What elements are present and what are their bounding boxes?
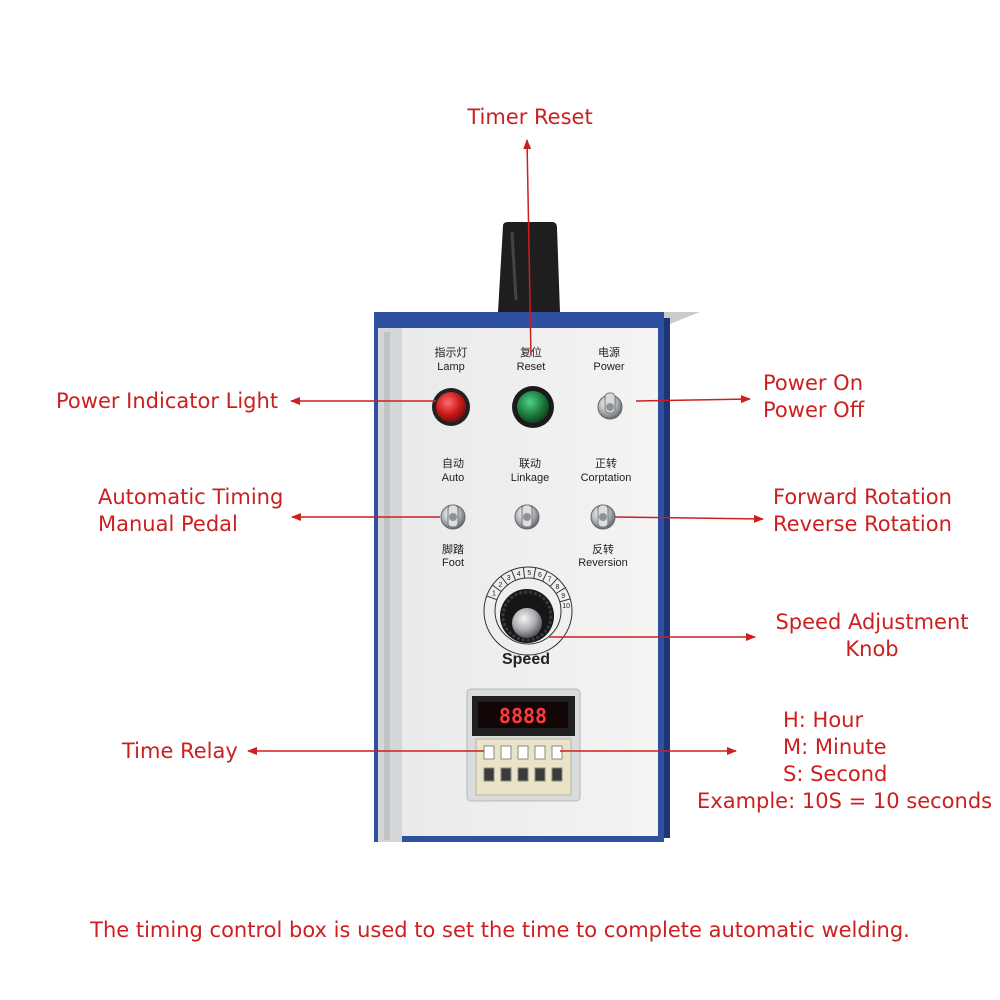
dial-tick [555,587,566,594]
relay-display: 8888 [499,704,547,728]
annotation-arrows [247,139,764,755]
dial-number: 4 [517,571,521,578]
speed-knob-callout: Speed Adjustment Knob [775,610,969,661]
auto-manual-callout: Automatic Timing Manual Pedal [98,485,284,536]
dial-tick [511,570,517,581]
dial-number: 8 [556,584,560,591]
time-relay-callout: Time Relay [122,739,238,763]
dial-tick [542,571,548,582]
dial-number: 9 [561,593,565,600]
relay-legend: H: Hour M: Minute S: Second Example: 10S… [697,708,993,813]
dial-tick [549,577,558,587]
dial-number: 3 [507,575,511,582]
power-indicator-lamp [432,388,470,426]
relay-key[interactable] [551,745,563,760]
dial-tick [533,567,537,579]
speed-knob[interactable] [500,589,554,643]
dial-tick [500,576,509,586]
auto-foot-toggle-switch[interactable] [440,504,466,530]
dial-number: 1 [492,590,496,597]
speed-label: Speed [502,651,550,668]
power-en-label: Power [593,361,625,373]
relay-key[interactable] [534,745,546,760]
relay-key[interactable] [534,767,546,782]
rotation-toggle-switch[interactable] [590,504,616,530]
auto-cn-label: 自动 [442,457,464,470]
dial-number: 6 [538,572,542,579]
relay-key[interactable] [517,745,529,760]
dial-tick [486,595,498,601]
power-switch-callout: Power On Power Off [763,371,865,422]
power-cn-label: 电源 [598,345,620,359]
linkage-cn-label: 联动 [519,457,541,470]
relay-key[interactable] [517,767,529,782]
dial-number: 2 [498,582,502,589]
linkage-en-label: Linkage [511,472,550,484]
dial-number: 7 [548,577,552,584]
relay-key[interactable] [483,745,495,760]
dial-tick [522,567,526,579]
foot-cn-label: 脚踏 [442,542,464,556]
power-toggle-switch[interactable] [597,392,623,420]
lamp-cn-label: 指示灯 [435,345,468,359]
reset-button[interactable] [512,386,554,428]
corptation-en-label: Corptation [581,472,632,484]
linkage-toggle-switch[interactable] [514,504,540,530]
lamp-en-label: Lamp [437,361,465,373]
relay-key[interactable] [483,767,495,782]
corptation-cn-label: 正转 [595,456,617,470]
caption: The timing control box is used to set th… [90,918,910,942]
auto-en-label: Auto [442,472,465,484]
dial-tick [559,598,571,603]
reversion-cn-label: 反转 [592,542,614,556]
reset-en-label: Reset [517,361,546,373]
relay-key[interactable] [500,767,512,782]
foot-en-label: Foot [442,557,464,569]
dial-number: 5 [527,570,531,577]
timer-reset-callout: Timer Reset [467,105,593,129]
dial-number: 10 [562,603,570,610]
rotation-callout: Forward Rotation Reverse Rotation [773,485,952,536]
reversion-en-label: Reversion [578,557,628,569]
time-relay: 8888 [466,688,581,802]
relay-key[interactable] [500,745,512,760]
dial-tick [492,584,502,593]
relay-key[interactable] [551,767,563,782]
power-indicator-callout: Power Indicator Light [56,389,279,413]
